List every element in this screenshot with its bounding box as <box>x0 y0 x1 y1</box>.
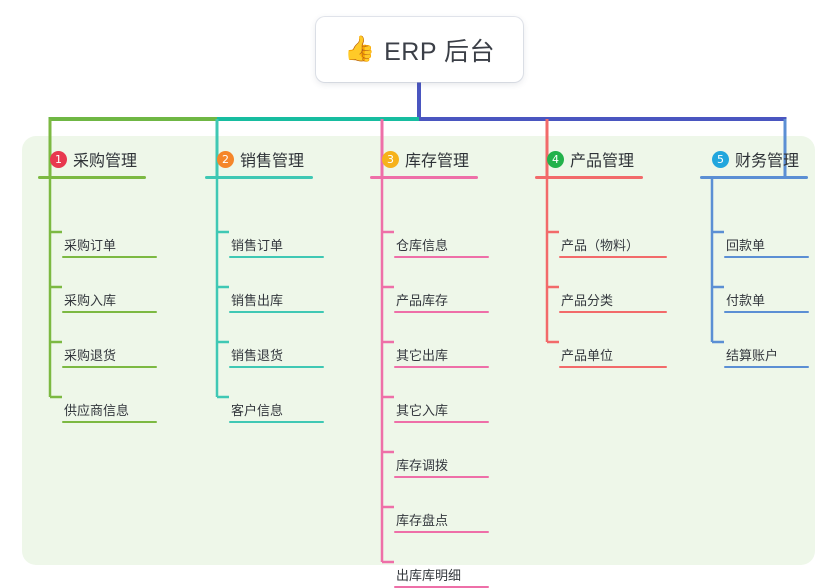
branch-item-underline <box>229 421 324 423</box>
branch-item-label: 采购订单 <box>64 238 117 253</box>
branch-item-underline <box>394 586 489 588</box>
branch-number-badge: 3 <box>382 150 399 168</box>
branch-header-2[interactable]: 2 销售管理 <box>205 146 304 172</box>
branch-number-badge: 2 <box>217 150 234 168</box>
branch-item-label: 供应商信息 <box>64 403 130 418</box>
branch-item-underline <box>229 256 324 258</box>
branch-underline <box>205 176 313 179</box>
branch-title: 产品管理 <box>570 153 635 170</box>
branch-item-label: 出库库明细 <box>396 568 462 583</box>
branch-item-underline <box>62 256 157 258</box>
branch-item-underline <box>62 311 157 313</box>
branch-item-underline <box>229 366 324 368</box>
branch-underline <box>370 176 478 179</box>
branch-underline <box>700 176 808 179</box>
branch-item-underline <box>62 366 157 368</box>
branch-item-label: 产品分类 <box>561 293 614 308</box>
branch-item-label: 产品库存 <box>396 293 449 308</box>
branch-column-4: 4 产品管理产品（物料） 产品分类产品单位 <box>535 146 667 368</box>
root-node-title: ERP 后台 <box>384 37 496 66</box>
branch-number-badge: 4 <box>547 150 564 168</box>
branch-item-underline <box>394 311 489 313</box>
branch-header-3[interactable]: 3 库存管理 <box>370 146 469 172</box>
branch-column-3: 3 库存管理仓库信息产品库存其它出库其它入库库存调拨库存盘点出库库明细 <box>370 146 489 588</box>
branch-title: 库存管理 <box>405 153 470 170</box>
branch-item-label: 产品（物料） <box>561 238 640 253</box>
branch-header-4[interactable]: 4 产品管理 <box>535 146 634 172</box>
branch-item-underline <box>62 421 157 423</box>
branch-item-label: 产品单位 <box>561 348 614 363</box>
branch-item-label: 客户信息 <box>231 403 284 418</box>
branch-header-1[interactable]: 1 采购管理 <box>38 146 137 172</box>
branch-item-label: 仓库信息 <box>396 238 449 253</box>
branch-item-label: 销售退货 <box>231 348 284 363</box>
branch-item-underline <box>559 256 667 258</box>
branch-item-label: 采购退货 <box>64 348 117 363</box>
branch-item-underline <box>394 476 489 478</box>
branch-item-underline <box>559 311 667 313</box>
branch-column-2: 2 销售管理销售订单销售出库销售退货客户信息 <box>205 146 324 423</box>
branch-item-label: 回款单 <box>726 238 766 253</box>
branch-underline <box>535 176 643 179</box>
branch-item-label: 其它入库 <box>396 403 449 418</box>
diagram-background-panel <box>22 136 815 565</box>
branch-number-badge: 1 <box>50 150 67 168</box>
branch-item-underline <box>724 256 809 258</box>
branch-item-underline <box>394 531 489 533</box>
branch-column-5: 5 财务管理回款单付款单结算账户 <box>700 146 809 368</box>
branch-header-5[interactable]: 5 财务管理 <box>700 146 799 172</box>
branch-item-underline <box>229 311 324 313</box>
branch-item-underline <box>394 256 489 258</box>
branch-item-label: 销售出库 <box>231 293 284 308</box>
branch-item-underline <box>724 311 809 313</box>
root-node[interactable]: 👍 ERP 后台 <box>316 17 523 82</box>
branch-column-1: 1 采购管理采购订单采购入库采购退货供应商信息 <box>38 146 157 423</box>
branch-item-underline <box>394 366 489 368</box>
branch-item-label: 库存调拨 <box>396 458 449 473</box>
branch-underline <box>38 176 146 179</box>
branch-item-label: 付款单 <box>726 293 766 308</box>
branch-item-underline <box>559 366 667 368</box>
branch-number-badge: 5 <box>712 150 729 168</box>
branch-item-underline <box>394 421 489 423</box>
branch-title: 财务管理 <box>735 153 800 170</box>
branch-item-underline <box>724 366 809 368</box>
branch-item-label: 其它出库 <box>396 348 449 363</box>
branch-title: 采购管理 <box>73 153 138 170</box>
branch-item-label: 库存盘点 <box>396 513 449 528</box>
branch-title: 销售管理 <box>240 153 305 170</box>
branch-item-label: 结算账户 <box>726 348 779 363</box>
branch-item-label: 销售订单 <box>231 238 284 253</box>
thumbs-up-icon: 👍 <box>343 35 376 63</box>
branch-item-label: 采购入库 <box>64 293 117 308</box>
